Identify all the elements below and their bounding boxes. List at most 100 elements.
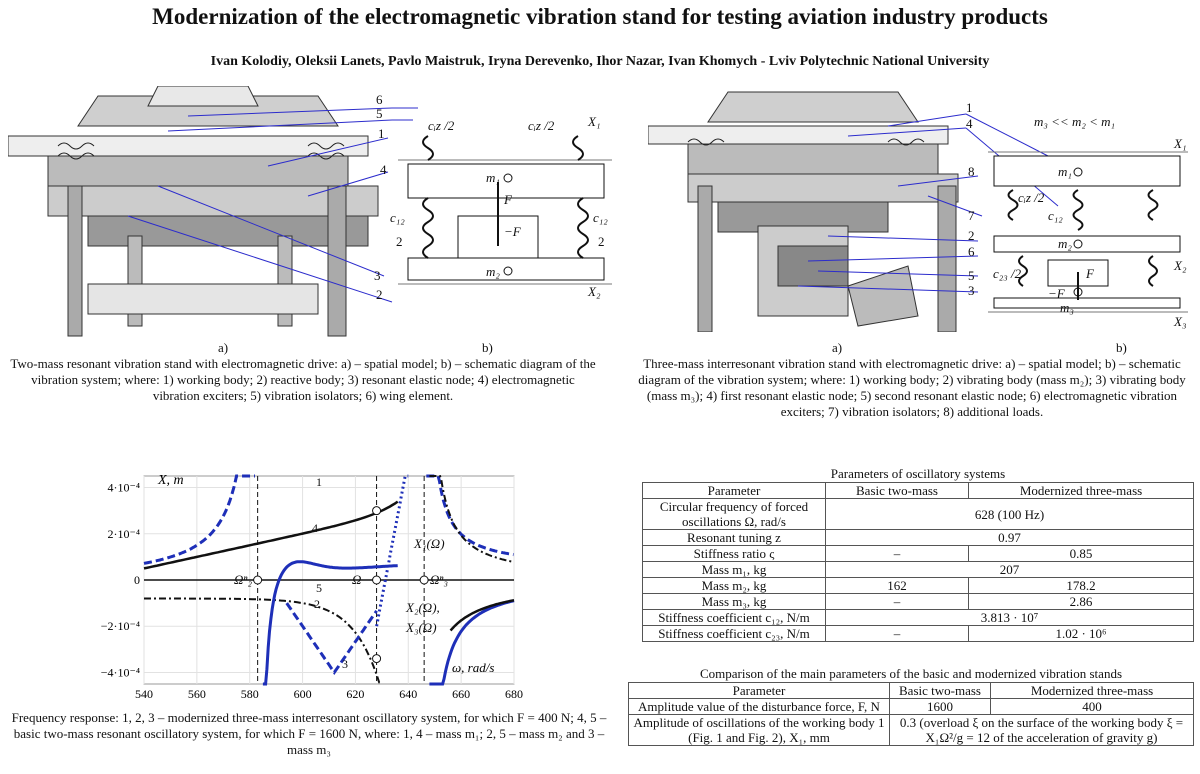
callout-6: 6: [376, 92, 383, 107]
label-m1: m₁: [486, 170, 500, 185]
author-line: Ivan Kolodiy, Oleksii Lanets, Pavlo Mais…: [210, 54, 990, 69]
y-tick-label: −4·10⁻⁴: [101, 665, 140, 679]
callout-1: 1: [966, 100, 973, 115]
row-value: 207: [825, 561, 1194, 578]
table1-caption: Parameters of oscillatory systems: [830, 466, 1006, 481]
row-basic: 1600: [889, 698, 991, 715]
table-row: Stiffness coefficient c₂₃, N/m–1.02 · 10…: [642, 625, 1194, 642]
annotation-omega: Ω: [352, 572, 361, 587]
callout-3: 3: [374, 268, 381, 283]
callout-5: 5: [376, 106, 383, 121]
marker-x2: [372, 654, 382, 664]
header-parameter: Parameter: [642, 482, 826, 499]
figure-1-two-mass-stand: 6 5 1 4 3 2 cᵢz /2 cᵢz /2 X₁ X₂ m₁ m₂ F …: [8, 86, 612, 337]
curve-label-5: 5: [316, 581, 322, 595]
curve-1: [262, 560, 398, 686]
row-param: Mass m₂, kg: [642, 577, 826, 594]
header-modernized: Modernized three-mass: [990, 682, 1194, 699]
label-m1: m₁: [1058, 164, 1072, 179]
label-two-right: 2: [598, 234, 605, 249]
chart-y-label: X, m: [157, 473, 184, 488]
row-value: 0.3 (overload ξ on the surface of the wo…: [889, 714, 1194, 746]
annotation-x1: X₁(Ω): [413, 536, 445, 551]
x-tick-label: 620: [346, 687, 364, 701]
figure-2-three-mass-stand: 1 4 8 7 2 6 5 3 m₃ << m₂ < m₁ m₁ m₂ m₃ X…: [648, 91, 1188, 332]
table1-container: Parameter Basic two-mass Modernized thre…: [642, 482, 1194, 642]
curve-3-dotted: [375, 474, 409, 627]
callout-2: 2: [376, 287, 383, 302]
chart-curve-labels: 1 2 3 4 5: [312, 475, 348, 671]
row-param: Stiffness ratio ς: [642, 545, 826, 562]
row-basic: 162: [825, 577, 969, 594]
x-tick-label: 540: [135, 687, 153, 701]
callout-4: 4: [966, 116, 973, 131]
parameters-table: Parameter Basic two-mass Modernized thre…: [642, 482, 1194, 642]
header-parameter: Parameter: [628, 682, 890, 699]
label-x2: X₂: [587, 284, 601, 299]
label-x3: X₃: [1173, 314, 1186, 329]
annotation-x2: X₂(Ω),: [405, 600, 440, 615]
curve-1-right: [429, 599, 515, 686]
callout-5: 5: [968, 268, 975, 283]
x-tick-label: 660: [452, 687, 470, 701]
y-tick-label: 0: [134, 573, 140, 587]
row-param: Amplitude value of the disturbance force…: [628, 698, 890, 715]
table-row: Mass m₃, kg–2.86: [642, 593, 1194, 610]
resonance-marker: [419, 575, 429, 585]
annotation-omega-n2: Ωⁿ₂: [234, 572, 252, 587]
table-row: Circular frequency of forced oscillation…: [642, 498, 1194, 530]
label-force-up: F: [503, 192, 513, 207]
callout-6: 6: [968, 244, 975, 259]
spatial-model-three-mass: [648, 91, 959, 332]
chart-curves: [143, 474, 515, 686]
label-force: F: [1085, 266, 1095, 281]
label-two-left: 2: [396, 234, 403, 249]
chart-annotations: Ωⁿ₂ Ω Ωⁿ₃ X₁(Ω) X₂(Ω), X₃(Ω): [234, 536, 448, 635]
curve-3: [285, 602, 378, 676]
label-c12-left: c₁₂: [390, 210, 405, 225]
header-modernized: Modernized three-mass: [968, 482, 1194, 499]
fig1-caption: Two-mass resonant vibration stand with e…: [10, 356, 596, 403]
spatial-model-two-mass: [8, 86, 379, 337]
callout-leaders-fig2: [797, 113, 1059, 293]
header-basic: Basic two-mass: [889, 682, 991, 699]
y-tick-label: 4·10⁻⁴: [107, 481, 140, 495]
chart-grid: [143, 475, 515, 685]
callout-3: 3: [968, 283, 975, 298]
callout-1: 1: [378, 126, 385, 141]
curve-label-4: 4: [312, 521, 318, 535]
callout-8: 8: [968, 164, 975, 179]
row-param: Mass m₃, kg: [642, 593, 826, 610]
curve-4: [143, 500, 399, 570]
row-value: 628 (100 Hz): [825, 498, 1194, 530]
row-basic: –: [825, 625, 969, 642]
row-modern: 2.86: [968, 593, 1194, 610]
label-force-down: −F: [504, 224, 522, 239]
x-tick-label: 600: [294, 687, 312, 701]
label-c12: c₁₂: [1048, 208, 1063, 223]
marker-x1: [372, 506, 382, 516]
resonance-marker: [372, 575, 382, 585]
row-param: Stiffness coefficient c₂₃, N/m: [642, 625, 826, 642]
row-value: 0.97: [825, 529, 1194, 546]
header-basic: Basic two-mass: [825, 482, 969, 499]
curve-label-2: 2: [314, 597, 320, 611]
curve-label-1: 1: [316, 475, 322, 489]
label-c12-right: c₁₂: [593, 210, 608, 225]
label-m3: m₃: [1060, 300, 1074, 315]
resonance-marker: [253, 575, 263, 585]
row-basic: –: [825, 593, 969, 610]
curve-5-right: [429, 475, 515, 564]
x-tick-label: 580: [241, 687, 259, 701]
label-x1: X₁: [1173, 136, 1186, 151]
label-x2: X₂: [1173, 258, 1187, 273]
schematic-three-mass: [988, 151, 1188, 313]
x-tick-label: 560: [188, 687, 206, 701]
callout-leaders-fig1: [127, 107, 418, 303]
table-header-row: Parameter Basic two-mass Modernized thre…: [628, 682, 1194, 699]
fig2-label-a: a): [832, 340, 843, 355]
callout-2: 2: [968, 228, 975, 243]
fig1-label-b: b): [482, 340, 493, 355]
